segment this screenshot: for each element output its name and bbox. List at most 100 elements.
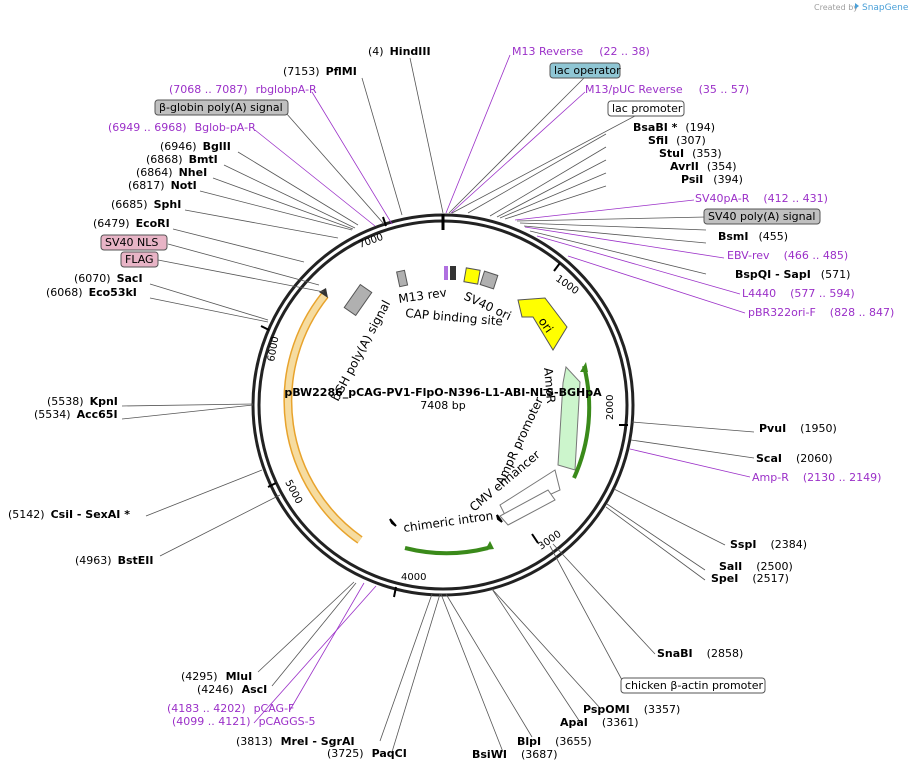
ampr-track-arrow-icon xyxy=(580,362,588,372)
feature-m13rev: M13 rev xyxy=(397,285,447,306)
site-SspI[interactable]: SspI(2384) xyxy=(730,538,807,551)
site-SpeI[interactable]: SpeI(2517) xyxy=(711,572,789,585)
cmv-enhancer-arrow xyxy=(499,489,556,526)
credit-prefix: Created by xyxy=(814,3,858,12)
ampr-arrow xyxy=(557,365,581,471)
snapgene-logo-icon xyxy=(855,3,859,9)
primer-M13pUC-Reverse[interactable]: M13/pUC Reverse(35 .. 57) xyxy=(585,83,749,96)
site-Eco53kI[interactable]: (6068)Eco53kI xyxy=(46,286,137,299)
svg-text:SspI(2384): SspI(2384) xyxy=(730,538,807,551)
site-MluI[interactable]: (4295)MluI xyxy=(181,670,252,683)
svg-text:(4099 .. 4121)pCAGGS-5: (4099 .. 4121)pCAGGS-5 xyxy=(172,715,316,728)
svg-text:(6068)Eco53kI: (6068)Eco53kI xyxy=(46,286,137,299)
svg-text:(5534)Acc65I: (5534)Acc65I xyxy=(34,408,118,421)
site-PflMI[interactable]: (7153)PflMI xyxy=(283,65,357,78)
svg-text:BsaBI *(194): BsaBI *(194) xyxy=(633,121,715,134)
plasmid-name: pBW2286_pCAG-PV1-FlpO-N396-L1-ABI-NLS-BG… xyxy=(284,386,602,399)
svg-text:(7153)PflMI: (7153)PflMI xyxy=(283,65,357,78)
primer-L4440[interactable]: L4440(577 .. 594) xyxy=(742,287,855,300)
svg-text:SalI(2500): SalI(2500) xyxy=(719,560,793,573)
site-SnaBI[interactable]: SnaBI(2858) xyxy=(657,647,743,660)
lac-block xyxy=(450,266,456,280)
site-PspOMI[interactable]: PspOMI(3357) xyxy=(583,703,680,716)
m13rev-block xyxy=(396,269,409,288)
site-BstEII[interactable]: (4963)BstEII xyxy=(75,554,153,567)
site-ScaI[interactable]: ScaI(2060) xyxy=(756,452,833,465)
cap-block xyxy=(444,266,448,280)
site-BspQI-SapI[interactable]: BspQI - SapI(571) xyxy=(735,268,850,281)
tick-marks xyxy=(260,216,628,598)
primer-pBR322ori-F[interactable]: pBR322ori-F(828 .. 847) xyxy=(748,306,894,319)
cds-arrow-icon xyxy=(319,288,328,298)
svg-text:lac promoter: lac promoter xyxy=(612,102,683,115)
cds-arc xyxy=(284,293,362,543)
svg-text:pBR322ori-F(828 .. 847): pBR322ori-F(828 .. 847) xyxy=(748,306,894,319)
site-ApaI[interactable]: ApaI(3361) xyxy=(560,716,638,729)
svg-text:EBV-rev(466 .. 485): EBV-rev(466 .. 485) xyxy=(727,249,848,262)
primer-SV40pA-R[interactable]: SV40pA-R(412 .. 431) xyxy=(695,192,828,205)
svg-text:L4440(577 .. 594): L4440(577 .. 594) xyxy=(742,287,855,300)
site-BsaBI[interactable]: BsaBI *(194) xyxy=(633,121,715,134)
cmv-end-icon xyxy=(496,514,503,523)
site-AscI[interactable]: (4246)AscI xyxy=(197,683,267,696)
svg-text:SnaBI(2858): SnaBI(2858) xyxy=(657,647,743,660)
site-SalI[interactable]: SalI(2500) xyxy=(719,560,793,573)
primer-EBV-rev[interactable]: EBV-rev(466 .. 485) xyxy=(727,249,848,262)
site-CsiI-SexAI[interactable]: (5142)CsiI - SexAI * xyxy=(8,508,130,521)
site-SphI[interactable]: (6685)SphI xyxy=(111,198,181,211)
site-PvuI[interactable]: PvuI(1950) xyxy=(759,422,837,435)
site-KpnI[interactable]: (5538)KpnI xyxy=(47,395,118,408)
tick-2000: 2000 xyxy=(605,395,616,420)
site-BsiWI[interactable]: BsiWI(3687) xyxy=(472,748,558,761)
site-PaqCI[interactable]: (3725)PaqCI xyxy=(327,747,407,760)
site-BlpI[interactable]: BlpI(3655) xyxy=(517,735,592,748)
sv40-ori-block xyxy=(463,267,481,285)
feature-ampr: AmpR xyxy=(541,367,558,404)
svg-text:StuI(353): StuI(353) xyxy=(659,147,722,160)
box-lac-operator: lac operator xyxy=(549,62,621,79)
svg-text:SpeI(2517): SpeI(2517) xyxy=(711,572,789,585)
svg-text:chicken β-actin promoter: chicken β-actin promoter xyxy=(625,679,763,692)
site-PsiI[interactable]: PsiI(394) xyxy=(681,173,743,186)
site-MreI-SgrAI[interactable]: (3813)MreI - SgrAI xyxy=(236,735,355,748)
svg-text:(4295)MluI: (4295)MluI xyxy=(181,670,252,683)
primer-M13-Reverse[interactable]: M13 Reverse(22 .. 38) xyxy=(512,45,650,58)
svg-text:BsmI(455): BsmI(455) xyxy=(718,230,788,243)
svg-text:(5538)KpnI: (5538)KpnI xyxy=(47,395,118,408)
svg-text:(4963)BstEII: (4963)BstEII xyxy=(75,554,153,567)
credit-brand: SnapGene xyxy=(862,3,909,13)
svg-text:AvrII(354): AvrII(354) xyxy=(670,160,737,173)
svg-text:(5142)CsiI - SexAI *: (5142)CsiI - SexAI * xyxy=(8,508,130,521)
box-beta-globin-polya: β-globin poly(A) signal xyxy=(154,99,289,116)
site-Acc65I[interactable]: (5534)Acc65I xyxy=(34,408,118,421)
primer-Bglob-pA-R[interactable]: (6949 .. 6968)Bglob-pA-R xyxy=(108,121,256,134)
site-EcoRI[interactable]: (6479)EcoRI xyxy=(93,217,170,230)
svg-text:PsiI(394): PsiI(394) xyxy=(681,173,743,186)
box-sv40-nls: SV40 NLS xyxy=(100,234,168,251)
svg-text:(6949 .. 6968)Bglob-pA-R: (6949 .. 6968)Bglob-pA-R xyxy=(108,121,256,134)
svg-text:(6479)EcoRI: (6479)EcoRI xyxy=(93,217,170,230)
primer-pCAGGS-5[interactable]: (4099 .. 4121)pCAGGS-5 xyxy=(172,715,316,728)
svg-text:(6864)NheI: (6864)NheI xyxy=(136,166,207,179)
primer-Amp-R[interactable]: Amp-R(2130 .. 2149) xyxy=(752,471,881,484)
primer-rbglobpA-R[interactable]: (7068 .. 7087)rbglobpA-R xyxy=(169,83,317,96)
site-BglII[interactable]: (6946)BglII xyxy=(160,140,231,153)
svg-text:M13/pUC Reverse(35 .. 57): M13/pUC Reverse(35 .. 57) xyxy=(585,83,749,96)
site-BmtI[interactable]: (6868)BmtI xyxy=(146,153,218,166)
site-SacI[interactable]: (6070)SacI xyxy=(74,272,143,285)
plasmid-size: 7408 bp xyxy=(420,399,465,412)
svg-text:SV40pA-R(412 .. 431): SV40pA-R(412 .. 431) xyxy=(695,192,828,205)
svg-text:PspOMI(3357): PspOMI(3357) xyxy=(583,703,680,716)
primer-pCAG-F[interactable]: (4183 .. 4202)pCAG-F xyxy=(167,702,294,715)
site-NheI[interactable]: (6864)NheI xyxy=(136,166,207,179)
svg-text:lac operator: lac operator xyxy=(554,64,621,77)
site-AvrII[interactable]: AvrII(354) xyxy=(670,160,737,173)
site-HindIII[interactable]: (4)HindIII xyxy=(368,45,431,58)
site-StuI[interactable]: StuI(353) xyxy=(659,147,722,160)
svg-text:FLAG: FLAG xyxy=(125,253,154,266)
svg-text:β-globin poly(A) signal: β-globin poly(A) signal xyxy=(159,101,283,114)
site-SfiI[interactable]: SfiI(307) xyxy=(648,134,706,147)
site-BsmI[interactable]: BsmI(455) xyxy=(718,230,788,243)
box-sv40-polya: SV40 poly(A) signal xyxy=(703,208,821,225)
site-NotI[interactable]: (6817)NotI xyxy=(128,179,197,192)
